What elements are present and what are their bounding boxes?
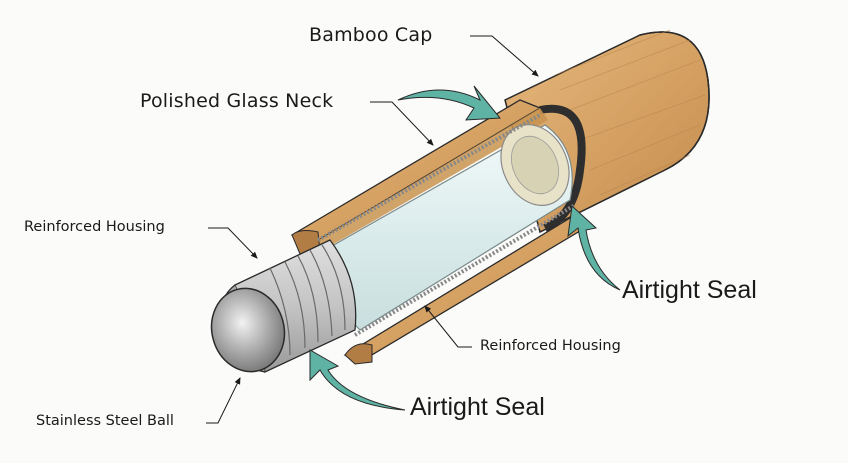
leader-steel-ball [206,377,241,424]
teal-arrow-top-icon [397,85,502,121]
label-stainless-steel-ball: Stainless Steel Ball [36,413,174,429]
leader-glass-neck [370,101,434,146]
leader-bamboo-cap [470,35,539,77]
stainless-steel-ball [210,287,286,373]
leader-housing-right [424,305,472,348]
leader-housing-left [208,227,258,259]
leader-lines [206,35,539,424]
label-reinforced-housing-right: Reinforced Housing [480,338,621,354]
airtight-seal-arrows [309,85,621,411]
label-bamboo-cap: Bamboo Cap [309,24,433,46]
label-airtight-seal-top: Airtight Seal [622,276,757,304]
glass-neck [317,113,577,337]
teal-arrow-right-icon [567,204,621,291]
label-airtight-seal-bottom: Airtight Seal [410,393,545,421]
teal-arrow-bottom-icon [309,349,406,411]
label-reinforced-housing-left: Reinforced Housing [24,219,165,235]
label-polished-glass-neck: Polished Glass Neck [140,90,334,112]
